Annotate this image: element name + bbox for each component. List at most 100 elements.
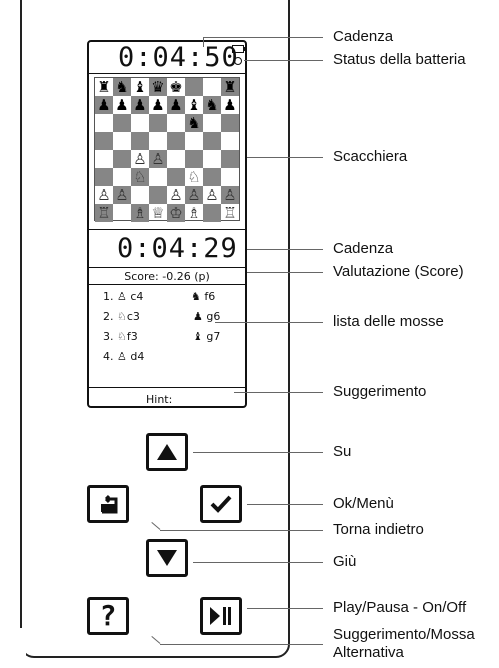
- label-board: Scacchiera: [333, 148, 408, 165]
- board-square: [185, 132, 203, 150]
- white-bishop-icon: ♗: [133, 204, 147, 222]
- move-white: ♘c3: [117, 310, 140, 323]
- board-square: [149, 150, 167, 168]
- black-king-icon: ♚: [169, 78, 183, 96]
- board-square: [95, 132, 113, 150]
- divider: [89, 387, 245, 388]
- board-square: [221, 114, 239, 132]
- board-square: [167, 150, 185, 168]
- triangle-up-icon: [157, 444, 177, 460]
- chessboard: ♜♞♝♛♚♜♟♟♟♟♟♝♞♟♞♙♙♘♘♙♙♙♙♙♙♖♗♕♔♗♖: [94, 77, 240, 222]
- move-number: 4.: [103, 350, 114, 363]
- black-knight-icon: ♞: [187, 114, 201, 132]
- label-battery: Status della batteria: [333, 51, 466, 68]
- black-pawn-icon: ♟: [133, 96, 147, 114]
- hint-line: Hint:: [146, 393, 173, 406]
- label-up: Su: [333, 443, 352, 460]
- label-cadenza-bottom: Cadenza: [333, 240, 394, 257]
- callout-line: [160, 644, 323, 645]
- label-play: Play/Pausa - On/Off: [333, 599, 467, 616]
- board-square: [131, 204, 149, 222]
- back-arrow-icon: [101, 494, 118, 514]
- board-square: [203, 204, 221, 222]
- board-square: [185, 78, 203, 96]
- ok-button[interactable]: [200, 485, 242, 523]
- up-button[interactable]: [146, 433, 188, 471]
- move-4-white: 4. ♙ d4: [103, 350, 144, 363]
- black-knight-icon: ♞: [115, 78, 129, 96]
- black-bishop-icon: ♝: [133, 78, 147, 96]
- callout-line: [247, 157, 323, 158]
- callout-line: [247, 504, 323, 505]
- black-knight-icon: ♞: [205, 96, 219, 114]
- move-1-black: ♞ f6: [191, 290, 216, 303]
- move-white: ♙ d4: [117, 350, 145, 363]
- battery-icon: [232, 45, 246, 53]
- label-hint: Suggerimento: [333, 383, 427, 400]
- divider: [89, 73, 245, 74]
- move-white: ♙ c4: [117, 290, 144, 303]
- board-square: [95, 204, 113, 222]
- white-rook-icon: ♖: [97, 204, 111, 222]
- board-square: [113, 204, 131, 222]
- board-square: [149, 132, 167, 150]
- back-button[interactable]: [87, 485, 129, 523]
- board-square: [149, 114, 167, 132]
- board-square: [131, 132, 149, 150]
- move-2-black: ♟ g6: [193, 310, 221, 323]
- board-square: [203, 78, 221, 96]
- callout-line: [247, 272, 323, 273]
- board-square: [185, 150, 203, 168]
- black-pawn-icon: ♟: [97, 96, 111, 114]
- black-pawn-icon: ♟: [115, 96, 129, 114]
- white-pawn-icon: ♙: [151, 150, 165, 168]
- board-square: [203, 150, 221, 168]
- callout-line: [234, 392, 323, 393]
- move-3-black: ♝ g7: [193, 330, 221, 343]
- white-pawn-icon: ♙: [115, 186, 129, 204]
- board-square: [221, 132, 239, 150]
- move-number: 2.: [103, 310, 114, 323]
- board-square: [113, 78, 131, 96]
- status-circle-icon: [234, 57, 242, 65]
- board-square: [167, 114, 185, 132]
- black-pawn-icon: ♟: [151, 96, 165, 114]
- white-king-icon: ♔: [169, 204, 183, 222]
- board-square: [221, 186, 239, 204]
- checkmark-icon: [210, 495, 232, 513]
- hint-button[interactable]: ?: [87, 597, 129, 635]
- board-square: [131, 114, 149, 132]
- white-knight-icon: ♘: [187, 168, 201, 186]
- move-3-white: 3. ♘f3: [103, 330, 138, 343]
- board-square: [113, 150, 131, 168]
- board-square: [167, 204, 185, 222]
- board-square: [95, 168, 113, 186]
- board-square: [167, 168, 185, 186]
- black-queen-icon: ♛: [151, 78, 165, 96]
- triangle-down-icon: [157, 550, 177, 566]
- callout-line: [203, 37, 323, 38]
- callout-line: [193, 562, 323, 563]
- board-square: [185, 114, 203, 132]
- question-icon: ?: [99, 599, 117, 632]
- label-alt-line2: Alternativa: [333, 644, 404, 661]
- white-knight-icon: ♘: [133, 168, 147, 186]
- board-square: [95, 150, 113, 168]
- board-square: [113, 114, 131, 132]
- label-back: Torna indietro: [333, 521, 424, 538]
- white-pawn-icon: ♙: [97, 186, 111, 204]
- move-2-white: 2. ♘c3: [103, 310, 140, 323]
- board-square: [149, 186, 167, 204]
- label-moves: lista delle mosse: [333, 313, 444, 330]
- white-pawn-icon: ♙: [223, 186, 237, 204]
- board-square: [167, 96, 185, 114]
- white-pawn-icon: ♙: [205, 186, 219, 204]
- label-ok: Ok/Menù: [333, 495, 394, 512]
- down-button[interactable]: [146, 539, 188, 577]
- label-alt-line1: Suggerimento/Mossa: [333, 626, 475, 643]
- callout-line: [193, 452, 323, 453]
- board-square: [185, 186, 203, 204]
- board-square: [95, 114, 113, 132]
- play-pause-button[interactable]: [200, 597, 242, 635]
- score-line: Score: -0.26 (p): [124, 270, 210, 283]
